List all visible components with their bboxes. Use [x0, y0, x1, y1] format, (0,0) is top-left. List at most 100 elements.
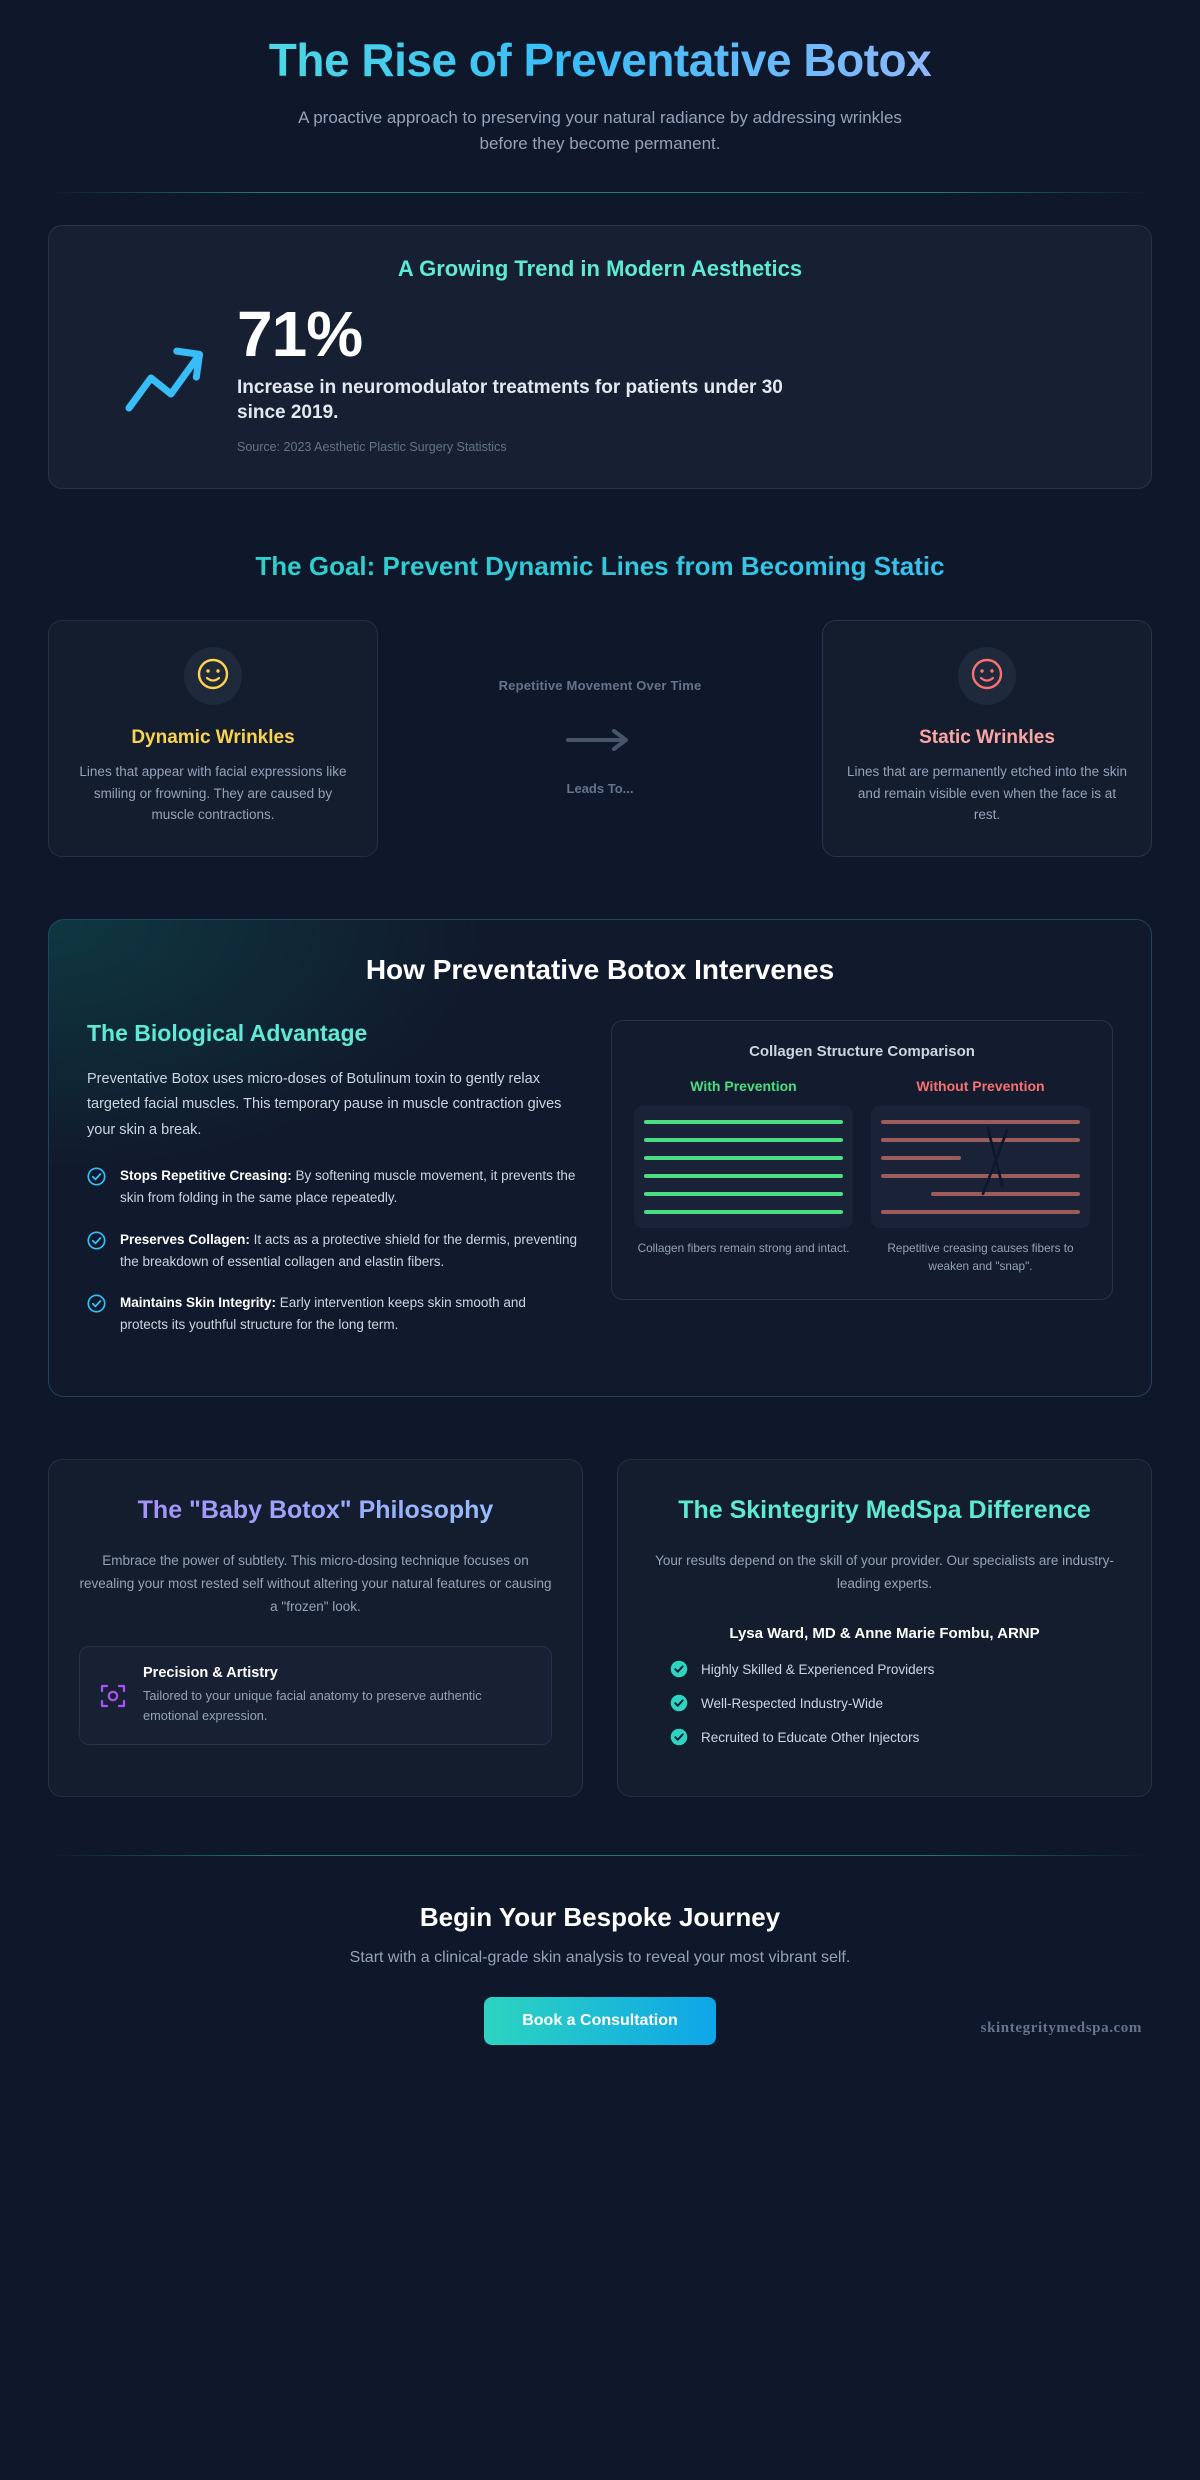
baby-botox-paragraph: Embrace the power of subtlety. This micr…: [79, 1552, 552, 1615]
dynamic-wrinkles-card: Dynamic Wrinkles Lines that appear with …: [48, 620, 378, 857]
stat-heading: A Growing Trend in Modern Aesthetics: [397, 255, 803, 281]
goal-row: Dynamic Wrinkles Lines that appear with …: [48, 620, 1152, 857]
fiber-line: [881, 1209, 1080, 1214]
fiber-box-good: [634, 1105, 853, 1228]
chart-series-without-prevention: Without Prevention: [871, 1078, 1090, 1275]
stat-body: 71% Increase in neuromodulator treatment…: [85, 297, 1115, 455]
chart-series-with-prevention: With Prevention Collagen fibers remain s…: [634, 1078, 853, 1275]
baby-botox-title: The "Baby Botox" Philosophy: [79, 1494, 552, 1527]
skintegrity-difference-card: The Skintegrity MedSpa Difference Your r…: [617, 1459, 1152, 1798]
skintegrity-title: The Skintegrity MedSpa Difference: [678, 1496, 1091, 1525]
bio-paragraph: Preventative Botox uses micro-doses of B…: [87, 1070, 562, 1138]
series-label: With Prevention: [690, 1077, 797, 1094]
fiber-line: [644, 1155, 843, 1160]
goal-section: The Goal: Prevent Dynamic Lines from Bec…: [0, 489, 1200, 857]
intervene-columns: The Biological Advantage Preventative Bo…: [87, 1019, 1113, 1356]
intervene-section: How Preventative Botox Intervenes The Bi…: [0, 857, 1200, 1398]
check-label: Recruited to Educate Other Injectors: [701, 1729, 920, 1745]
check-circle-filled-icon: [670, 1660, 688, 1678]
static-wrinkles-description: Lines that are permanently etched into t…: [847, 764, 1127, 823]
footer-section: Begin Your Bespoke Journey Start with a …: [0, 1856, 1200, 2079]
fiber-line: [644, 1191, 843, 1196]
chart-columns: With Prevention Collagen fibers remain s…: [634, 1078, 1090, 1275]
page-title: The Rise of Preventative Botox: [48, 34, 1152, 87]
check-circle-filled-icon: [670, 1694, 688, 1712]
list-item: Maintains Skin Integrity: Early interven…: [87, 1292, 577, 1336]
fiber-line: [881, 1155, 961, 1160]
stat-text-block: 71% Increase in neuromodulator treatment…: [237, 297, 1115, 455]
crack-annotation-icon: [981, 1126, 1009, 1196]
book-consultation-button[interactable]: Book a Consultation: [484, 1997, 716, 2046]
arrow-right-icon: [564, 727, 636, 753]
precision-artistry-box: Precision & Artistry Tailored to your un…: [79, 1646, 552, 1745]
skintegrity-paragraph: Your results depend on the skill of your…: [655, 1552, 1114, 1591]
list-item-text: Maintains Skin Integrity: Early interven…: [120, 1292, 577, 1336]
header-divider: [48, 191, 1152, 193]
bullet-title: Maintains Skin Integrity:: [120, 1295, 277, 1311]
static-wrinkles-title: Static Wrinkles: [919, 727, 1055, 749]
fiber-line: [930, 1191, 1080, 1196]
bio-heading: The Biological Advantage: [87, 1019, 368, 1046]
stat-card: A Growing Trend in Modern Aesthetics 71%…: [48, 224, 1152, 490]
benefit-list: Stops Repetitive Creasing: By softening …: [87, 1165, 577, 1336]
website-url: skintegritymedspa.com: [980, 2020, 1142, 2037]
check-circle-icon: [87, 1231, 106, 1250]
check-circle-icon: [87, 1294, 106, 1314]
bullet-body: It acts as a protective shield for the d…: [120, 1231, 577, 1269]
bullet-title: Preserves Collagen:: [120, 1231, 250, 1247]
transition-arrow-column: Repetitive Movement Over Time Leads To..…: [378, 620, 822, 796]
bullet-title: Stops Repetitive Creasing:: [120, 1168, 292, 1184]
footer-divider: [48, 1855, 1152, 1857]
arrow-label-top: Repetitive Movement Over Time: [498, 678, 702, 694]
series-caption: Repetitive creasing causes fibers to wea…: [887, 1240, 1074, 1273]
check-label: Well-Respected Industry-Wide: [701, 1695, 884, 1711]
smiley-face-icon: [970, 657, 1004, 696]
dynamic-wrinkles-title: Dynamic Wrinkles: [131, 727, 295, 749]
static-face-badge: [958, 647, 1016, 706]
stat-number: 71%: [237, 297, 363, 370]
baby-botox-card: The "Baby Botox" Philosophy Embrace the …: [48, 1459, 583, 1798]
list-item: Well-Respected Industry-Wide: [670, 1694, 1121, 1712]
dynamic-face-badge: [184, 647, 242, 706]
list-item-text: Stops Repetitive Creasing: By softening …: [120, 1165, 577, 1209]
stat-section: A Growing Trend in Modern Aesthetics 71%…: [0, 193, 1200, 490]
fiber-line: [644, 1137, 843, 1142]
intervene-panel: How Preventative Botox Intervenes The Bi…: [48, 918, 1152, 1398]
list-item: Highly Skilled & Experienced Providers: [670, 1660, 1121, 1678]
trending-up-icon: [121, 340, 211, 416]
check-circle-icon: [87, 1167, 106, 1186]
stat-source: Source: 2023 Aesthetic Plastic Surgery S…: [237, 440, 507, 455]
feature-cards-row: The "Baby Botox" Philosophy Embrace the …: [0, 1397, 1200, 1798]
series-label: Without Prevention: [916, 1077, 1045, 1094]
skintegrity-check-list: Highly Skilled & Experienced Providers W…: [648, 1660, 1121, 1746]
precision-artistry-title: Precision & Artistry: [143, 1665, 278, 1682]
precision-artistry-text: Precision & Artistry Tailored to your un…: [143, 1665, 533, 1726]
list-item: Recruited to Educate Other Injectors: [670, 1728, 1121, 1746]
fiber-line: [644, 1119, 843, 1124]
list-item: Stops Repetitive Creasing: By softening …: [87, 1165, 577, 1209]
fiber-line: [881, 1137, 1080, 1142]
footer-title: Begin Your Bespoke Journey: [419, 1902, 781, 1933]
series-caption: Collagen fibers remain strong and intact…: [637, 1240, 850, 1255]
chart-title: Collagen Structure Comparison: [749, 1042, 975, 1060]
precision-artistry-desc: Tailored to your unique facial anatomy t…: [143, 1688, 482, 1724]
smiley-face-icon: [196, 657, 230, 696]
focus-target-icon: [98, 1681, 128, 1711]
static-wrinkles-card: Static Wrinkles Lines that are permanent…: [822, 620, 1152, 857]
fiber-line: [881, 1173, 1080, 1178]
check-circle-filled-icon: [670, 1728, 688, 1746]
page-header: The Rise of Preventative Botox A proacti…: [0, 0, 1200, 158]
page-subtitle: A proactive approach to preserving your …: [298, 107, 902, 154]
fiber-box-bad: [871, 1105, 1090, 1228]
fiber-line: [644, 1173, 843, 1178]
intervene-left-column: The Biological Advantage Preventative Bo…: [87, 1020, 577, 1356]
list-item: Preserves Collagen: It acts as a protect…: [87, 1229, 577, 1273]
list-item-text: Preserves Collagen: It acts as a protect…: [120, 1229, 577, 1273]
provider-names: Lysa Ward, MD & Anne Marie Fombu, ARNP: [729, 1625, 1040, 1643]
bullet-body: By softening muscle movement, it prevent…: [120, 1168, 576, 1205]
bullet-body: Early intervention keeps skin smooth and…: [120, 1295, 526, 1333]
collagen-comparison-chart: Collagen Structure Comparison With Preve…: [611, 1019, 1113, 1301]
footer-subtitle: Start with a clinical-grade skin analysi…: [349, 1949, 851, 1967]
dynamic-wrinkles-description: Lines that appear with facial expression…: [79, 764, 347, 823]
